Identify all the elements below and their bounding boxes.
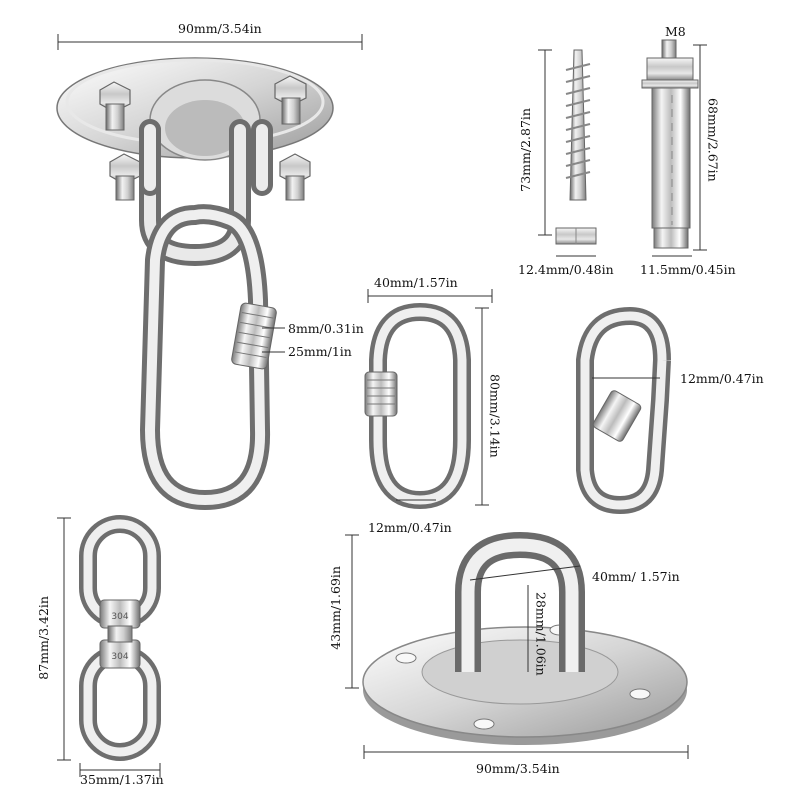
top-plate-width-label: 90mm/3.54in <box>178 21 262 36</box>
bolt-diameter-label: 11.5mm/0.45in <box>640 262 736 277</box>
carabiner <box>364 289 493 510</box>
carabiner-wire-label: 12mm/0.47in <box>368 520 452 535</box>
carabiner-width-label: 40mm/1.57in <box>374 275 458 290</box>
pad-width-label: 90mm/3.54in <box>476 761 560 776</box>
big-carabiner-ring-label: 25mm/1in <box>288 344 352 359</box>
snap-hook <box>576 307 671 515</box>
screw-diameter-label: 12.4mm/0.48in <box>518 262 614 277</box>
snap-hook-opening-label: 12mm/0.47in <box>680 371 764 386</box>
big-carabiner-wire-label: 8mm/0.31in <box>288 321 364 336</box>
pad-eye-plate <box>345 531 689 759</box>
pad-loop-height-label: 28mm/1.06in <box>533 592 549 676</box>
expansion-bolt <box>641 39 707 257</box>
pad-height-label: 43mm/1.69in <box>328 566 343 650</box>
carabiner-length-label: 80mm/3.14in <box>487 374 503 458</box>
swivel-length-label: 87mm/3.42in <box>36 596 51 680</box>
swivel-stamp-top: 304 <box>111 612 128 622</box>
swivel-stamp-bottom: 304 <box>111 652 128 662</box>
pad-loop-width-label: 40mm/ 1.57in <box>592 569 680 584</box>
bolt-length-label: 68mm/2.67in <box>705 98 721 182</box>
lag-screw <box>538 49 597 257</box>
screw-length-label: 73mm/2.87in <box>518 108 533 192</box>
bolt-thread-label: M8 <box>665 24 686 39</box>
ceiling-hook-assembly <box>56 34 363 511</box>
swivel: 304 304 <box>57 515 161 777</box>
swivel-width-label: 35mm/1.37in <box>80 772 164 787</box>
